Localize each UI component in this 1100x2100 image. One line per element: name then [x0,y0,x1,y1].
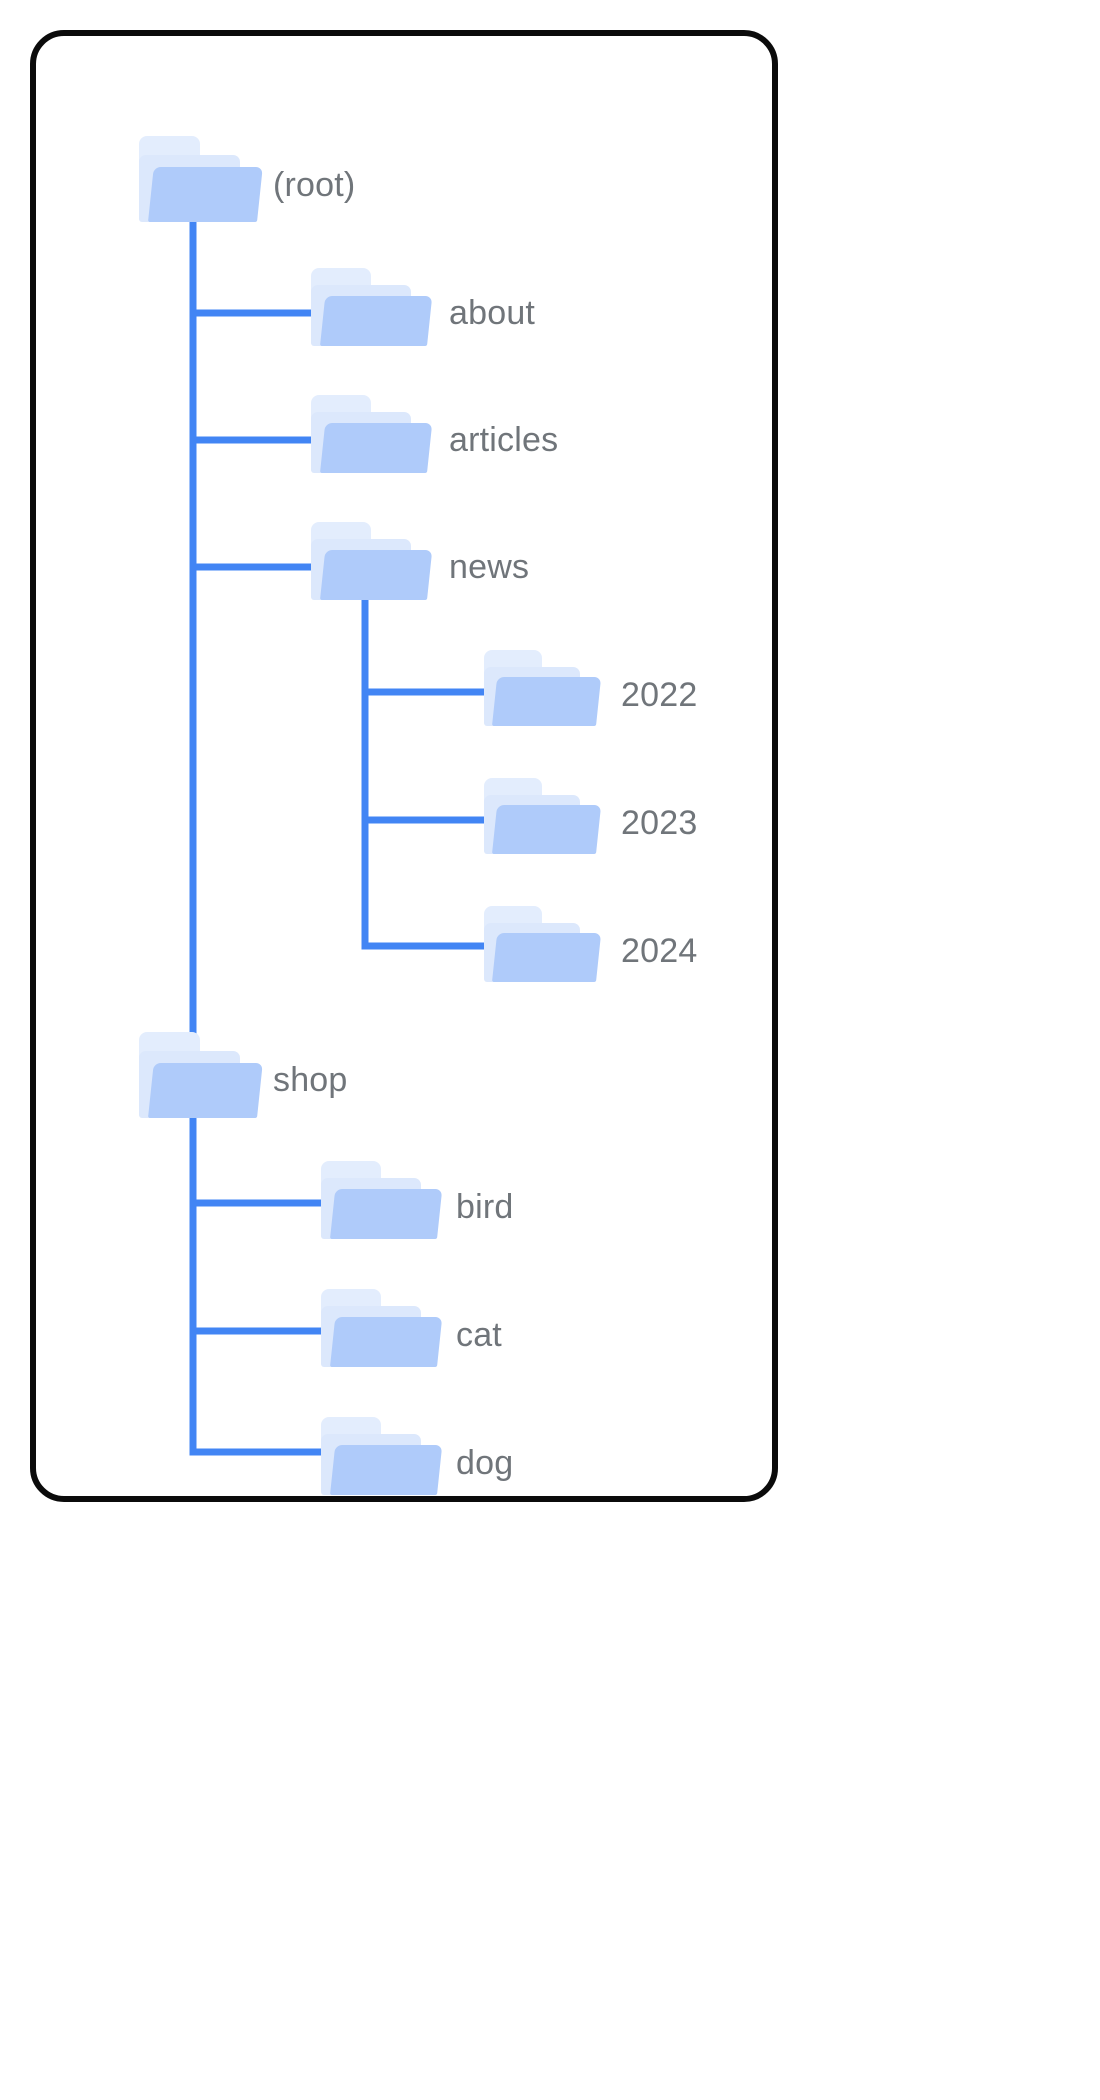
folder-icon [321,1161,443,1239]
diagram-frame: (root) about articles news 2022 2023 2024 shop b… [30,30,778,1502]
node-label-dog: dog [456,1444,514,1482]
edge-shop-to-dog [189,1118,321,1456]
node-label-cat: cat [456,1316,502,1354]
tree-node-bird[interactable] [321,1161,443,1239]
tree-node-shop[interactable] [139,1032,263,1118]
folder-front-flap [330,1317,443,1367]
tree-node-about[interactable] [311,268,433,346]
tree-node-2022[interactable] [484,650,602,726]
node-label-2023: 2023 [621,804,698,842]
folder-icon [311,395,433,473]
edge-news-to-2023 [361,600,484,824]
folder-front-flap [492,677,602,726]
node-label-root: (root) [273,166,356,204]
folder-front-flap [492,805,602,854]
edge-news-to-2024 [361,600,484,950]
edge-shop-to-bird [189,1118,321,1207]
folder-icon [484,650,602,726]
node-label-about: about [449,294,536,332]
folder-icon [139,1032,263,1118]
folder-front-flap [320,296,433,346]
folder-front-flap [330,1445,443,1495]
folder-front-flap [320,550,433,600]
tree-node-dog[interactable] [321,1417,443,1495]
tree-node-articles[interactable] [311,395,433,473]
folder-icon [484,778,602,854]
folder-front-flap [492,933,602,982]
tree-node-2023[interactable] [484,778,602,854]
folder-front-flap [148,1063,263,1118]
edge-root-to-news [189,222,311,571]
diagram-canvas: (root) about articles news 2022 2023 2024 shop b… [36,36,772,1496]
edge-root-to-about [189,222,311,317]
node-label-news: news [449,548,530,586]
tree-node-news[interactable] [311,522,433,600]
tree-node-2024[interactable] [484,906,602,982]
node-label-articles: articles [449,421,559,459]
node-label-shop: shop [273,1061,348,1099]
edge-root-to-articles [189,222,311,444]
node-label-bird: bird [456,1188,514,1226]
folder-front-flap [320,423,433,473]
edge-shop-to-cat [189,1118,321,1335]
folder-front-flap [148,167,263,222]
tree-connectors [189,222,484,1456]
folder-front-flap [330,1189,443,1239]
folder-icon [311,268,433,346]
node-label-2024: 2024 [621,932,698,970]
folder-icon [311,522,433,600]
folder-icon [139,136,263,222]
tree-node-root[interactable] [139,136,263,222]
folder-icon [321,1289,443,1367]
folder-icon [321,1417,443,1495]
folder-icon [484,906,602,982]
edge-news-to-2022 [361,600,484,696]
node-label-2022: 2022 [621,676,698,714]
tree-node-cat[interactable] [321,1289,443,1367]
